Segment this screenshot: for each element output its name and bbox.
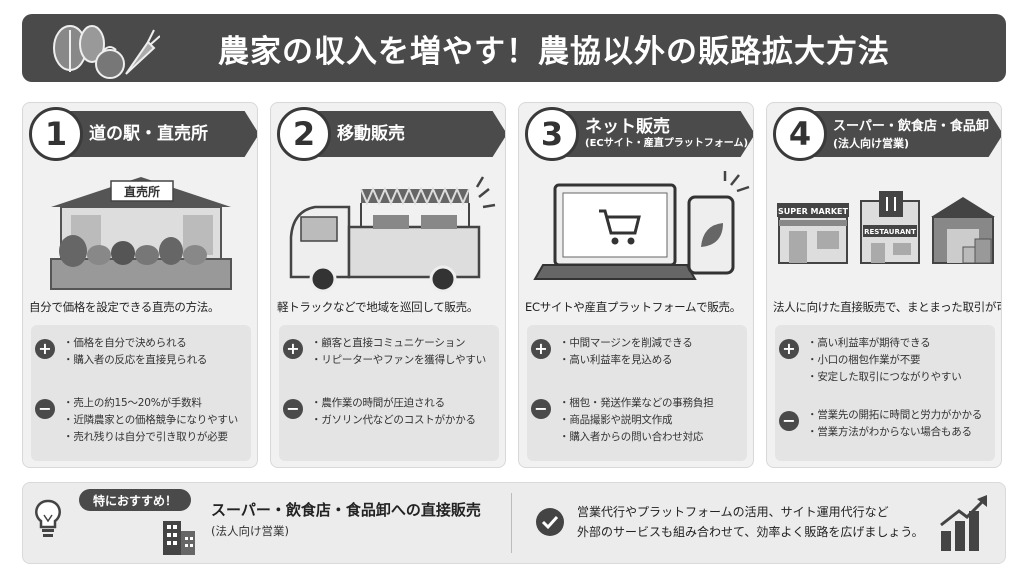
list-item: 梱包・発送作業などの事務負担	[559, 395, 713, 412]
list-item: ガソリン代などのコストがかかる	[311, 412, 476, 429]
list-item: 売れ残りは自分で引き取りが必要	[63, 429, 238, 446]
minus-icon: −	[779, 411, 799, 431]
card-subtitle: (法人向け営業)	[833, 137, 910, 150]
list-item: 高い利益率が期待できる	[807, 335, 962, 352]
page-title: 農家の収入を増やす！農協以外の販路拡大方法	[218, 33, 890, 70]
pros-cons-panel: + 価格を自分で決められる 購入者の反応を直接見られる − 売上の約15〜20%…	[31, 325, 251, 461]
card-description: 軽トラックなどで地域を巡回して販売。	[277, 300, 479, 314]
list-item: 小口の梱包作業が不要	[807, 352, 962, 369]
cons-list: 梱包・発送作業などの事務負担 商品撮影や説明文作成 購入者からの問い合わせ対応	[559, 395, 714, 446]
growth-chart-icon	[940, 495, 987, 551]
card-title-block: 道の駅・直売所	[89, 111, 249, 157]
cons-list: 農作業の時間が圧迫される ガソリン代などのコストがかかる	[311, 395, 476, 429]
note-line: 外部のサービスも組み合わせて、効率よく販路を広げましょう。	[577, 525, 924, 539]
check-circle-icon	[536, 508, 564, 536]
title-banner: 農家の収入を増やす！農協以外の販路拡大方法	[22, 14, 1006, 82]
list-item: 中間マージンを削減できる	[559, 335, 692, 352]
list-item: 購入者からの問い合わせ対応	[559, 429, 714, 446]
card-mobile-sales: 2 移動販売 軽トラックなどで地域を巡回して販売。 + 顧客と直接コミュニケーシ…	[270, 102, 506, 468]
recommend-subtitle: (法人向け営業)	[211, 524, 289, 538]
card-corporate-sales: 4 スーパー・飲食店・食品卸 (法人向け営業) SUPER MARKET RES…	[766, 102, 1002, 468]
header-ribbon	[53, 111, 257, 157]
divider	[511, 493, 512, 553]
vegetables-icon	[53, 25, 160, 79]
card-title: ネット販売	[585, 117, 670, 137]
pros-list: 価格を自分で決められる 購入者の反応を直接見られる	[63, 335, 207, 369]
card-description: 自分で価格を設定できる直売の方法。	[29, 300, 220, 314]
plus-icon: +	[35, 339, 55, 359]
minus-icon: −	[283, 399, 303, 419]
list-item: 高い利益率を見込める	[559, 352, 693, 369]
recommendation-bar: 特におすすめ！ スーパー・飲食店・食品卸への直接販売 (法人向け営業) 営業代行…	[22, 482, 1006, 564]
card-header: 3 ネット販売 (ECサイト・産直プラットフォーム)	[519, 103, 753, 163]
header-ribbon	[549, 111, 753, 157]
card-description: ECサイトや産直プラットフォームで販売。	[525, 300, 741, 314]
note-line: 営業代行やプラットフォームの活用、サイト運用代行など	[577, 505, 889, 519]
plus-icon: +	[283, 339, 303, 359]
list-item: 近隣農家との価格競争になりやすい	[63, 412, 238, 429]
list-item: 商品撮影や説明文作成	[559, 412, 714, 429]
plus-icon: +	[531, 339, 551, 359]
card-header: 2 移動販売	[271, 103, 505, 163]
list-item: 営業方法がわからない場合もある	[807, 424, 982, 441]
card-title: 移動販売	[337, 124, 405, 144]
pros-list: 高い利益率が期待できる 小口の梱包作業が不要 安定した取引につながりやすい	[807, 335, 962, 386]
cons-list: 営業先の開拓に時間と労力がかかる 営業方法がわからない場合もある	[807, 407, 982, 441]
list-item: 購入者の反応を直接見られる	[63, 352, 207, 369]
list-item: 営業先の開拓に時間と労力がかかる	[807, 407, 982, 424]
truck-icon	[289, 176, 496, 293]
minus-icon: −	[531, 399, 551, 419]
card-title: 道の駅・直売所	[89, 124, 208, 144]
card-header: 1 道の駅・直売所	[23, 103, 257, 163]
card-title-block: スーパー・飲食店・食品卸 (法人向け営業)	[833, 111, 993, 157]
list-item: 売上の約15〜20%が手数料	[63, 395, 238, 412]
card-number: 4	[773, 107, 827, 161]
header-ribbon	[301, 111, 505, 157]
card-number: 1	[29, 107, 83, 161]
card-subtitle: (ECサイト・産直プラットフォーム)	[585, 138, 749, 149]
restaurant-label: RESTAURANT	[864, 228, 916, 236]
card-number: 3	[525, 107, 579, 161]
card-description: 法人に向けた直接販売で、まとまった取引が可能。	[773, 300, 1001, 314]
supermarket-label: SUPER MARKET	[778, 207, 849, 216]
farm-stand-icon: 直売所	[50, 177, 232, 290]
plus-icon: +	[779, 339, 799, 359]
card-number: 2	[277, 107, 331, 161]
pros-cons-panel: + 顧客と直接コミュニケーション リピーターやファンを獲得しやすい − 農作業の…	[279, 325, 499, 461]
card-title-block: 移動販売	[337, 111, 497, 157]
list-item: 安定した取引につながりやすい	[807, 369, 961, 386]
list-item: 農作業の時間が圧迫される	[311, 395, 476, 412]
card-header: 4 スーパー・飲食店・食品卸 (法人向け営業)	[767, 103, 1001, 163]
recommend-badge: 特におすすめ！	[79, 489, 192, 511]
card-online-sales: 3 ネット販売 (ECサイト・産直プラットフォーム) ECサイトや産直プラットフ…	[518, 102, 754, 468]
card-title-block: ネット販売 (ECサイト・産直プラットフォーム)	[585, 111, 749, 157]
business-buildings-icon: SUPER MARKET RESTAURANT	[777, 191, 995, 264]
pros-list: 顧客と直接コミュニケーション リピーターやファンを獲得しやすい	[311, 335, 486, 369]
header-ribbon	[797, 111, 1001, 157]
pros-cons-panel: + 中間マージンを削減できる 高い利益率を見込める − 梱包・発送作業などの事務…	[527, 325, 747, 461]
card-title: スーパー・飲食店・食品卸	[833, 119, 989, 134]
office-building-icon	[163, 521, 195, 555]
list-item: 価格を自分で決められる	[63, 335, 207, 352]
laptop-phone-icon	[533, 171, 750, 280]
cons-list: 売上の約15〜20%が手数料 近隣農家との価格競争になりやすい 売れ残りは自分で…	[63, 395, 238, 446]
lightbulb-icon	[35, 499, 61, 537]
pros-cons-panel: + 高い利益率が期待できる 小口の梱包作業が不要 安定した取引につながりやすい …	[775, 325, 995, 461]
list-item: リピーターやファンを獲得しやすい	[311, 352, 486, 369]
pros-list: 中間マージンを削減できる 高い利益率を見込める	[559, 335, 693, 369]
list-item: 顧客と直接コミュニケーション	[311, 335, 486, 352]
card-direct-sales: 1 道の駅・直売所 直売所 自分で価格を設定できる直売の方法。 + 価格を自分で…	[22, 102, 258, 468]
minus-icon: −	[35, 399, 55, 419]
sign-text: 直売所	[124, 184, 160, 199]
recommend-title: スーパー・飲食店・食品卸への直接販売	[211, 501, 481, 519]
